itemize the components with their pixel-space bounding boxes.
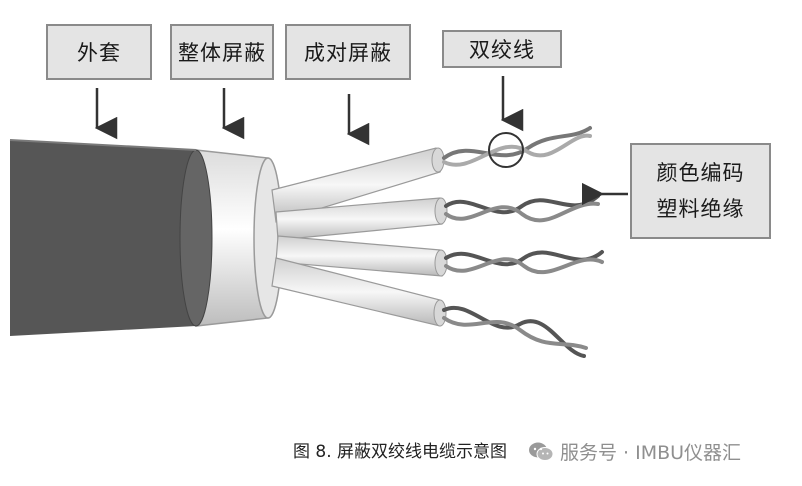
twisted-pair-4 (442, 305, 588, 358)
pointer-arrows (94, 76, 628, 206)
twisted-pair-2 (444, 194, 600, 223)
watermark: 服务号 · IMBU仪器汇 (528, 438, 741, 465)
label-overall-shield: 整体屏蔽 (170, 24, 274, 80)
twisted-pairs (442, 126, 604, 358)
wechat-icon (529, 442, 554, 461)
watermark-text: 服务号 · IMBU仪器汇 (560, 442, 742, 464)
label-color-line1: 颜色编码 (656, 161, 745, 185)
twisted-pair-3 (444, 250, 604, 274)
twist-highlight-circle (488, 132, 524, 168)
twisted-pair-1 (442, 126, 592, 167)
label-color-coded-insulation: 颜色编码 塑料绝缘 (630, 143, 771, 239)
label-twisted-pair: 双绞线 (442, 30, 562, 68)
label-color-line2: 塑料绝缘 (656, 197, 745, 221)
label-pair-shield: 成对屏蔽 (285, 24, 411, 80)
pair-shields (271, 147, 448, 327)
label-jacket: 外套 (46, 24, 152, 80)
outer-jacket (9, 139, 213, 336)
figure-caption: 图 8. 屏蔽双绞线电缆示意图 (293, 442, 508, 462)
